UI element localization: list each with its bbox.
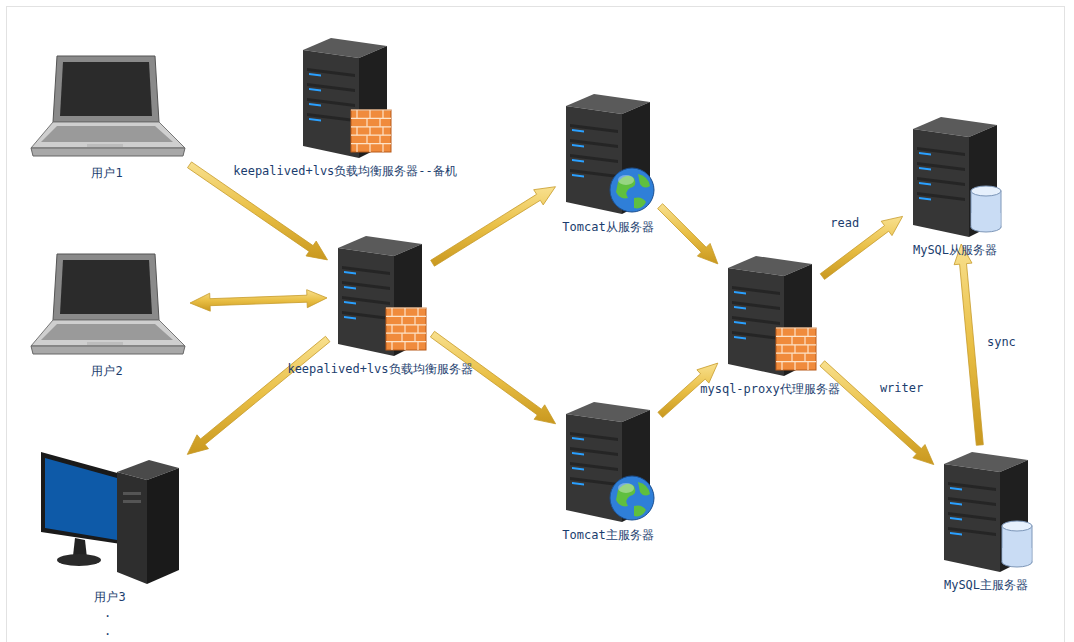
- server-icon: [558, 398, 658, 526]
- server-icon: [936, 448, 1036, 576]
- server-icon: [295, 34, 395, 162]
- flow-arrow: [431, 187, 556, 267]
- node-label: mysql-proxy代理服务器: [700, 382, 839, 396]
- node-label: 用户2: [91, 364, 122, 378]
- server-node: keepalived+lvs负载均衡服务器: [287, 232, 472, 376]
- flow-arrow: [820, 216, 902, 279]
- node-label: 用户3: [94, 590, 125, 604]
- edge-label: writer: [878, 381, 925, 395]
- flow-arrow: [954, 244, 983, 445]
- server-icon: [558, 90, 658, 218]
- flow-arrow: [430, 331, 555, 424]
- flow-arrow: [820, 361, 934, 465]
- continuation-dot: .: [104, 624, 111, 638]
- node-label: Tomcat从服务器: [562, 220, 653, 234]
- server-node: MySQL从服务器: [905, 113, 1005, 257]
- user-terminal: 用户2: [27, 250, 187, 378]
- server-icon: [720, 252, 820, 380]
- server-node: Tomcat从服务器: [558, 90, 658, 234]
- edge-label: sync: [985, 335, 1018, 349]
- server-node: mysql-proxy代理服务器: [700, 252, 839, 396]
- node-label: MySQL主服务器: [944, 578, 1028, 592]
- continuation-dot: .: [104, 606, 111, 620]
- laptop-icon: [27, 250, 187, 362]
- laptop-icon: [27, 52, 187, 164]
- server-node: keepalived+lvs负载均衡服务器--备机: [233, 34, 457, 178]
- edge-label: read: [828, 216, 861, 230]
- node-label: 用户1: [91, 166, 122, 180]
- flow-arrow: [187, 336, 330, 454]
- flow-arrow: [190, 290, 327, 312]
- node-label: Tomcat主服务器: [562, 528, 653, 542]
- desktop-pc-icon: [35, 448, 185, 588]
- server-icon: [330, 232, 430, 360]
- server-node: MySQL主服务器: [936, 448, 1036, 592]
- node-label: MySQL从服务器: [913, 243, 997, 257]
- user-terminal: 用户3: [35, 448, 185, 604]
- node-label: keepalived+lvs负载均衡服务器--备机: [233, 164, 457, 178]
- user-terminal: 用户1: [27, 52, 187, 180]
- server-icon: [905, 113, 1005, 241]
- server-node: Tomcat主服务器: [558, 398, 658, 542]
- flow-arrow: [658, 204, 718, 264]
- node-label: keepalived+lvs负载均衡服务器: [287, 362, 472, 376]
